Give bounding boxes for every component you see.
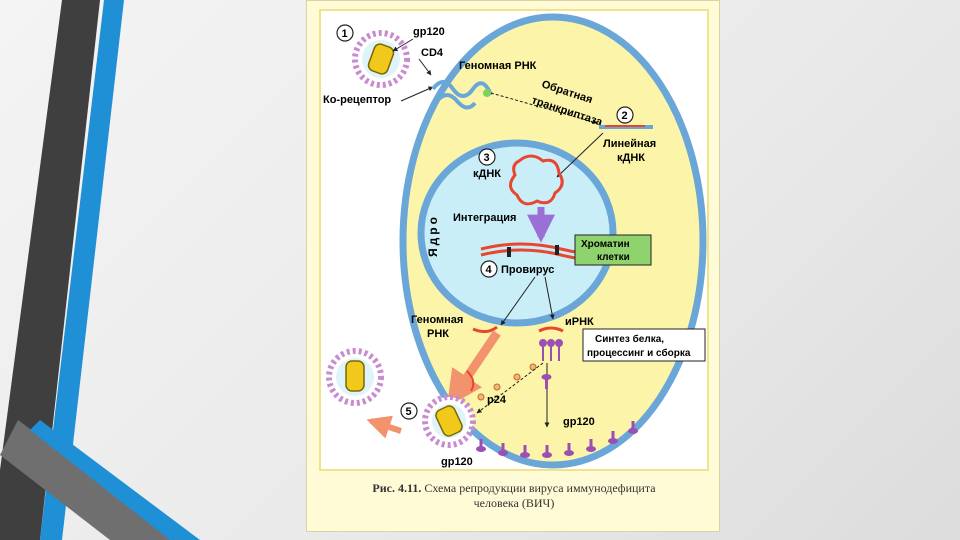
viral-rna [431,80,493,98]
step-5-marker [400,402,418,420]
released-virus [326,348,384,406]
genomic-rna-bottom-label-line1: Геномная [411,314,463,326]
diagram-panel: 1 gp120 CD4 Геномная РНК Ко-рецептор Обр… [319,9,709,471]
step-3-marker [478,148,496,166]
chromatin-label-line2: клетки [597,252,630,263]
cdna-label: кДНК [473,168,501,180]
linear-dna-label-line2: кДНК [617,152,645,164]
synthesis-label-line1: Синтез белка, [595,333,664,345]
assembly-arrow [446,330,501,407]
synthesis-box [582,328,706,362]
step-4-marker [480,260,498,278]
step-2-label: 2 [622,110,628,122]
mrna-label: иРНК [565,316,594,328]
step-1-label: 1 [342,28,348,40]
step-4-label: 4 [486,264,493,276]
reverse-transcriptase-dot [483,89,491,97]
step-5-label: 5 [406,406,412,418]
genomic-rna-bottom-label-line2: РНК [427,328,449,340]
ribosomes [539,339,563,361]
provirus-label: Провирус [501,264,554,276]
step-3-label: 3 [484,152,490,164]
p24-label: p24 [487,394,507,406]
gp120-top-label: gp120 [413,26,445,38]
integration-label: Интеграция [453,212,516,224]
circular-cdna [509,154,564,206]
budding-virus [422,394,476,448]
linear-dna-label-line1: Линейная [603,138,656,150]
chromatin-label-line1: Хроматин [581,239,630,250]
dark-stripe [0,0,100,540]
caption-line1: Схема репродукции вируса иммунодефицита [424,481,656,495]
caption-prefix: Рис. 4.11. [372,481,422,495]
p24-particles [477,363,537,401]
synthesis-label-line2: процессинг и сборка [587,347,691,359]
chromatin-box [574,234,652,266]
caption-line2: человека (ВИЧ) [473,496,555,510]
nucleus [417,139,617,327]
figure-caption: Рис. 4.11. Схема репродукции вируса имму… [307,481,721,511]
cd4-label: CD4 [421,47,444,59]
gp120-mid-label: gp120 [563,416,595,428]
nucleus-label: Ядро [426,214,440,257]
gp120-protein [541,374,552,389]
coreceptor-label: Ко-рецептор [323,94,391,106]
hiv-replication-diagram: 1 gp120 CD4 Геномная РНК Ко-рецептор Обр… [323,13,707,469]
genomic-rna-top-label: Геномная РНК [459,60,537,72]
gp120-bottom-label: gp120 [441,456,473,468]
figure-frame: 1 gp120 CD4 Геномная РНК Ко-рецептор Обр… [306,0,720,532]
step-2-marker [616,106,634,124]
blue-stripe [40,0,124,540]
step-1-marker [336,24,354,42]
blue-diagonal [30,420,200,540]
virus-entering [352,30,410,88]
membrane-receptors [476,421,638,458]
